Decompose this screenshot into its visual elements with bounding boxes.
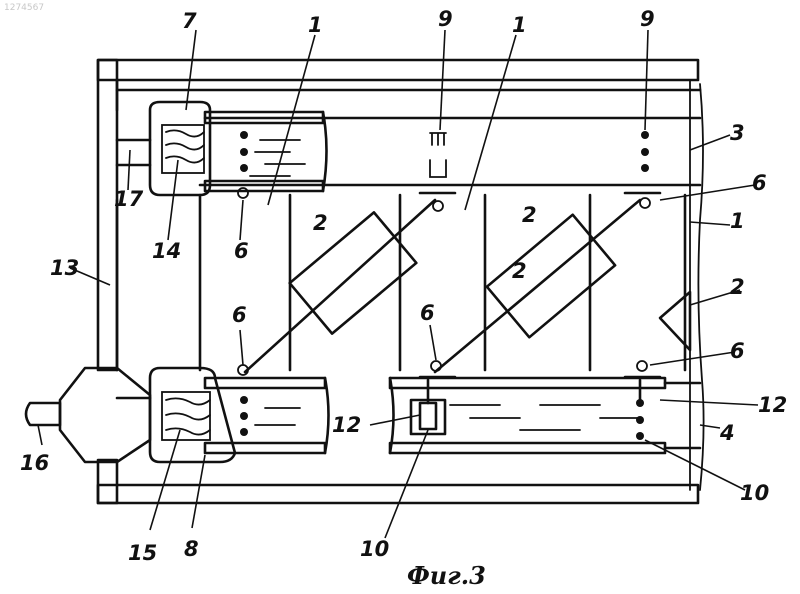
label-12b: 12 [758, 393, 787, 417]
lower-tube [205, 378, 700, 453]
lower-fitting [150, 368, 235, 462]
label-1b: 1 [512, 13, 527, 37]
label-16: 16 [20, 451, 49, 475]
label-17: 17 [114, 187, 144, 211]
label-10a: 10 [360, 537, 389, 561]
label-4: 4 [719, 421, 735, 445]
upper-fitting [117, 102, 210, 195]
label-2b: 2 [522, 203, 537, 227]
label-10b: 10 [740, 481, 769, 505]
label-2c: 2 [512, 259, 527, 283]
label-15: 15 [128, 541, 157, 565]
label-6e: 6 [730, 339, 745, 363]
plates [200, 195, 685, 370]
label-8: 8 [184, 537, 199, 561]
label-9a: 9 [438, 7, 453, 31]
label-6c: 6 [232, 303, 247, 327]
label-2d: 2 [730, 275, 745, 299]
label-2a: 2 [313, 211, 328, 235]
label-6b: 6 [234, 239, 249, 263]
valve [26, 368, 150, 462]
figure-caption: Фиг.3 [407, 561, 486, 590]
watermark-text: 1274567 [4, 3, 44, 13]
holders [238, 188, 660, 377]
label-7: 7 [182, 9, 197, 33]
label-9b: 9 [640, 7, 655, 31]
label-1c: 1 [730, 209, 745, 233]
label-3: 3 [730, 121, 745, 145]
label-6a: 6 [752, 171, 767, 195]
label-6d: 6 [420, 301, 435, 325]
label-14: 14 [152, 239, 181, 263]
label-13: 13 [50, 256, 79, 280]
leader-lines [38, 30, 758, 538]
indicator [430, 133, 446, 177]
label-1a: 1 [308, 13, 323, 37]
rod-elements [245, 200, 690, 372]
label-12a: 12 [332, 413, 361, 437]
